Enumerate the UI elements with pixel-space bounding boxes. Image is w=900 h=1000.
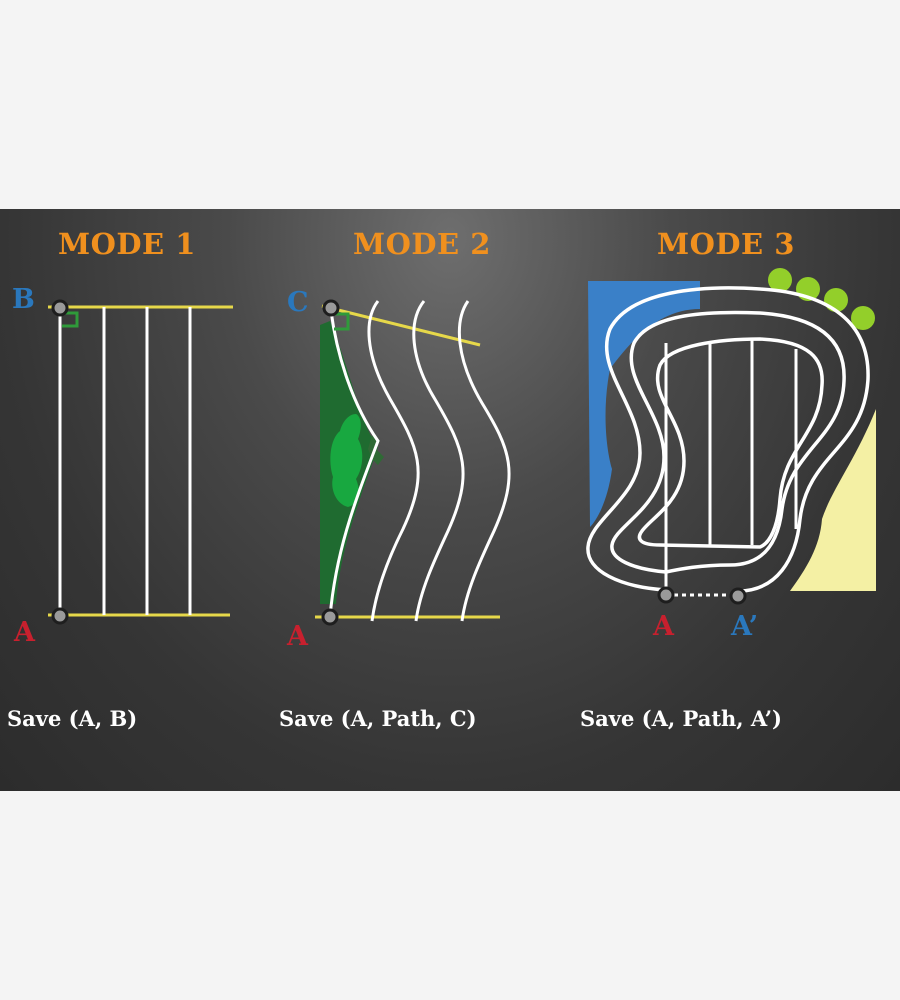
point-a-marker bbox=[321, 608, 339, 626]
mode2-path-line bbox=[328, 310, 380, 618]
mode2-path-line bbox=[412, 300, 465, 622]
mode2-diagram bbox=[315, 299, 511, 626]
tree-icon bbox=[768, 268, 792, 292]
mode1-start-label: A bbox=[14, 617, 35, 648]
field-area bbox=[790, 409, 876, 591]
diagram-graphics bbox=[48, 268, 876, 626]
mode3-start-label: A bbox=[653, 611, 674, 642]
diagram-panel: MODE 1 MODE 2 MODE 3 bbox=[0, 209, 900, 791]
water-area bbox=[588, 281, 700, 527]
mode1-title: MODE 1 bbox=[58, 227, 196, 261]
mode3-end-label: A’ bbox=[731, 611, 759, 642]
mode3-diagram bbox=[586, 268, 876, 605]
point-b-marker bbox=[51, 299, 69, 317]
mode1-end-label: B bbox=[12, 284, 35, 315]
mode1-caption: Save (A, B) bbox=[7, 706, 138, 731]
mode2-start-label: A bbox=[287, 621, 308, 652]
point-a-marker bbox=[657, 586, 675, 604]
forest-clearing bbox=[330, 414, 363, 507]
mode3-path-loop bbox=[610, 310, 846, 574]
point-a-prime-marker bbox=[729, 587, 747, 605]
right-angle-marker bbox=[62, 311, 79, 328]
mode1-diagram bbox=[48, 299, 233, 625]
mode2-path-line bbox=[367, 300, 420, 622]
point-a-marker bbox=[51, 607, 69, 625]
mode3-path-loop bbox=[586, 286, 870, 593]
point-c-marker bbox=[322, 299, 340, 317]
mode2-end-label: C bbox=[287, 287, 309, 318]
tree-icon bbox=[824, 288, 848, 312]
tree-icon bbox=[851, 306, 875, 330]
mode2-caption: Save (A, Path, C) bbox=[279, 706, 477, 731]
mode2-path-line bbox=[457, 300, 511, 622]
mode2-title: MODE 2 bbox=[353, 227, 491, 261]
right-angle-marker bbox=[334, 312, 350, 331]
mode2-top-boundary bbox=[321, 304, 481, 347]
mode3-title: MODE 3 bbox=[657, 227, 795, 261]
mode3-caption: Save (A, Path, A’) bbox=[580, 706, 782, 731]
